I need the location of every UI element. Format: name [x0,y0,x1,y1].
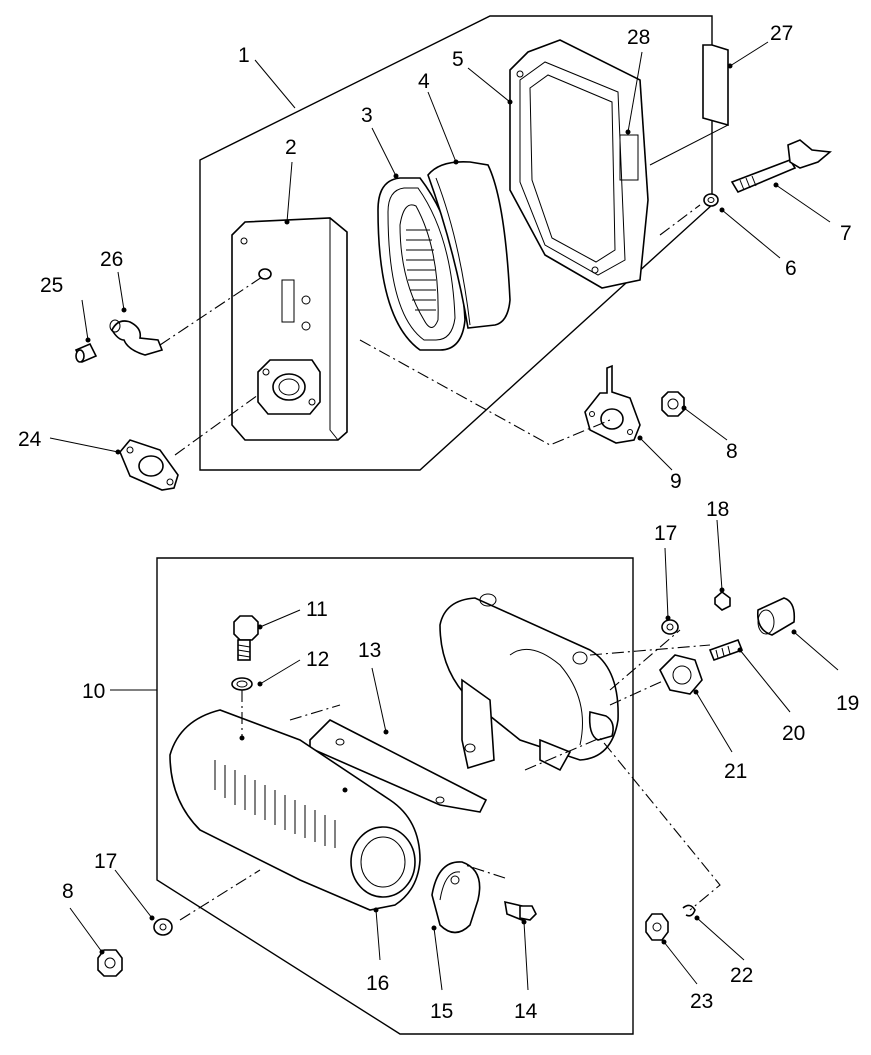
callout-22: 22 [730,964,753,987]
muffler-group-frame [156,557,634,1035]
callout-4: 4 [418,70,430,93]
callout-28: 28 [627,26,650,49]
callout-25: 25 [40,274,63,297]
muffler-guard [169,709,421,911]
callout-17-upper: 17 [654,522,677,545]
callout-5: 5 [452,48,464,71]
cap-18 [714,590,731,611]
callout-10: 10 [82,680,105,703]
decal-label [649,44,729,166]
spark-arrestor-plate [431,861,481,934]
stud-20 [708,638,744,662]
assembly-lines-lower [179,629,721,921]
wing-bolt [730,139,832,194]
callout-24: 24 [18,428,42,451]
callout-18: 18 [706,498,729,521]
lock-washer-22 [682,904,696,917]
callout-8-upper: 8 [726,440,738,463]
callout-6: 6 [785,257,797,280]
callout-2: 2 [285,136,297,159]
breather-hose [109,319,164,356]
callout-13: 13 [358,639,381,662]
callout-23: 23 [690,990,713,1013]
muffler-body [439,593,619,772]
nut-23 [645,913,669,941]
callout-labels: 1 2 3 4 5 6 7 8 9 10 11 12 13 14 15 16 1… [18,22,859,1023]
callout-15: 15 [430,1000,453,1023]
leader-lines [49,41,839,991]
lock-washer-12 [231,677,253,691]
callout-21: 21 [724,760,747,783]
callout-12: 12 [306,648,329,671]
callout-27: 27 [770,22,793,45]
callout-1: 1 [238,44,250,67]
assembly-lines-upper [159,204,701,456]
bolt-11 [233,615,259,661]
air-cleaner-base [231,217,348,441]
washer-17-upper [661,619,679,635]
callout-3: 3 [361,104,373,127]
washer-17-lower [153,918,173,936]
nut-upper [661,391,685,417]
screw-14 [504,900,537,921]
callout-7: 7 [840,222,852,245]
callout-19: 19 [836,692,859,715]
callout-8-lower: 8 [62,880,74,903]
callout-17-lower: 17 [94,850,117,873]
sleeve-19 [756,597,796,636]
mounting-bracket [584,364,641,444]
callout-20: 20 [782,722,805,745]
callout-14: 14 [514,1000,538,1023]
nut-lower [97,949,123,977]
gasket [119,439,179,491]
callout-11: 11 [306,598,328,621]
callout-26: 26 [100,248,123,271]
washer [703,193,719,207]
callout-9: 9 [670,470,682,493]
breather-cap [74,342,98,364]
air-cleaner-cover [509,39,649,289]
pre-cleaner [427,160,511,329]
flange-gasket-21 [659,654,703,695]
callout-16: 16 [366,972,389,995]
